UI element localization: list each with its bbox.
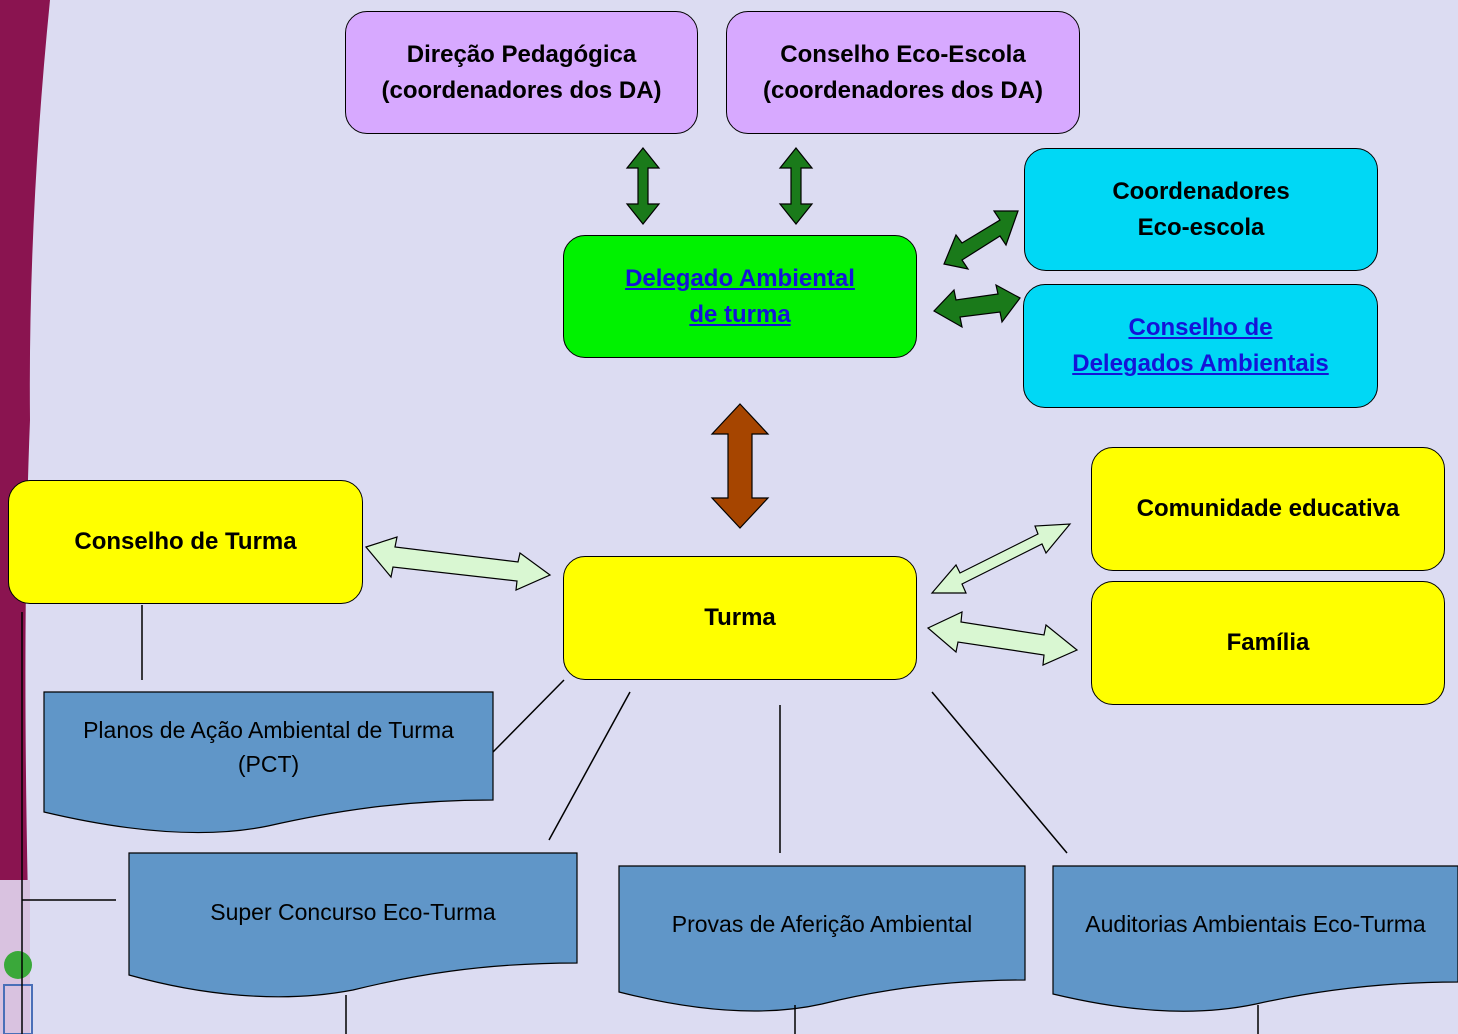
arrow-turma-familia: [926, 611, 1079, 666]
arrow-delegado-coordenadores: [943, 210, 1019, 270]
conselho-turma-box: Conselho de Turma: [8, 480, 363, 604]
coordenadores-line-1: Coordenadores: [1112, 177, 1290, 205]
arrow-conselho-eco-delegado: [778, 147, 814, 225]
planos-document: Planos de Ação Ambiental de Turma (PCT): [44, 710, 493, 784]
arrow-delegado-conselho-delegados: [933, 283, 1021, 329]
familia-box: Família: [1091, 581, 1445, 705]
conselho-delegados-link-line-2[interactable]: Delegados Ambientais: [1072, 350, 1329, 377]
doc-shape-provas: [618, 865, 1026, 1012]
doc-shape-planos: [43, 691, 494, 834]
arrow-delegado-turma: [710, 403, 770, 529]
connector-lines: [21, 605, 1259, 1034]
comunidade-box: Comunidade educativa: [1091, 447, 1445, 571]
turma-box: Turma: [563, 556, 917, 680]
doc-shape-auditorias: [1052, 865, 1458, 1012]
provas-label: Provas de Aferição Ambiental: [671, 911, 973, 937]
left-decor-strip: [0, 0, 50, 900]
turma-label: Turma: [704, 604, 776, 631]
delegado-ambiental-box: Delegado Ambiental de turma: [563, 235, 917, 358]
conselho-eco-escola-box: Conselho Eco-Escola (coordenadores dos D…: [726, 11, 1080, 134]
comunidade-label: Comunidade educativa: [1136, 495, 1400, 522]
conselho-eco-line-1: Conselho Eco-Escola: [780, 40, 1026, 68]
conselho-delegados-link-line-1[interactable]: Conselho de: [1128, 314, 1273, 341]
super-concurso-document: Super Concurso Eco-Turma: [129, 892, 577, 932]
super-concurso-label: Super Concurso Eco-Turma: [210, 899, 496, 925]
direcao-line-1: Direção Pedagógica: [406, 40, 637, 68]
coordenadores-box: Coordenadores Eco-escola: [1024, 148, 1378, 271]
planos-line-2: (PCT): [237, 751, 300, 777]
coordenadores-line-2: Eco-escola: [1137, 213, 1265, 241]
conselho-turma-label: Conselho de Turma: [74, 528, 297, 555]
direcao-pedagogica-box: Direção Pedagógica (coordenadores dos DA…: [345, 11, 698, 134]
provas-document: Provas de Aferição Ambiental: [619, 904, 1025, 944]
doc-shape-super-concurso: [128, 852, 578, 998]
auditorias-document: Auditorias Ambientais Eco-Turma: [1053, 904, 1458, 944]
direcao-line-2: (coordenadores dos DA): [381, 76, 662, 104]
planos-line-1: Planos de Ação Ambiental de Turma: [83, 717, 454, 743]
conselho-eco-line-2: (coordenadores dos DA): [762, 76, 1044, 104]
auditorias-label: Auditorias Ambientais Eco-Turma: [1085, 911, 1426, 937]
familia-label: Família: [1226, 629, 1310, 656]
delegado-link-line-2[interactable]: de turma: [689, 300, 791, 328]
conselho-delegados-box: Conselho de Delegados Ambientais: [1023, 284, 1378, 408]
arrow-turma-comunidade: [930, 523, 1072, 594]
arrow-direcao-delegado: [625, 147, 661, 225]
arrow-conselho-turma-turma: [364, 536, 552, 591]
delegado-link-line-1[interactable]: Delegado Ambiental: [625, 264, 855, 292]
